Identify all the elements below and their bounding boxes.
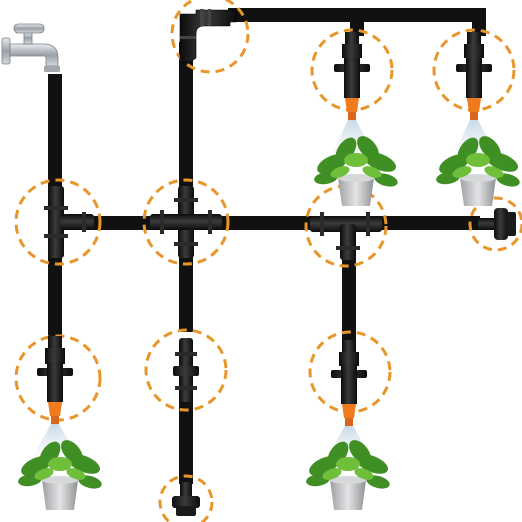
straight-coupler-icon [173,338,199,402]
potted-plant-icon [18,440,102,510]
highlight-end-plug-right [468,196,522,252]
drip-emitter-icon [331,340,367,426]
tube-faucet-drop [48,74,62,210]
potted-plant-icon [314,136,398,206]
potted-plant-icon [306,440,390,510]
tubing-network [48,8,486,484]
drip-emitter-icon [37,336,73,424]
drip-emitter-icon [456,32,492,120]
highlight-end-plug-bottom [158,474,214,522]
end-plug-icon [172,482,200,516]
highlight-elbow [170,0,250,74]
tube-main-left [88,216,158,230]
tube-main-right [374,216,480,230]
tube-center-upper [179,42,193,198]
tube-top-drop-2 [472,8,486,36]
tube-main-mid [212,216,316,230]
tube-center-lower [179,244,193,332]
tube-center-bottom [179,396,193,484]
potted-plant-icon [436,136,520,206]
dashed-highlights [14,0,522,522]
water-faucet-icon [1,23,60,72]
tee-connector-icon [44,186,94,258]
highlight-coupler [144,328,228,412]
highlight-cross [142,178,230,266]
tube-right-center-drop [342,250,356,344]
cross-connector-icon [150,186,222,258]
drip-emitter-icon [334,32,370,120]
tee-connector-icon [310,212,382,260]
highlight-tee-left [14,178,102,266]
elbow-connector-icon [179,9,237,63]
end-plug-icon [478,208,516,240]
